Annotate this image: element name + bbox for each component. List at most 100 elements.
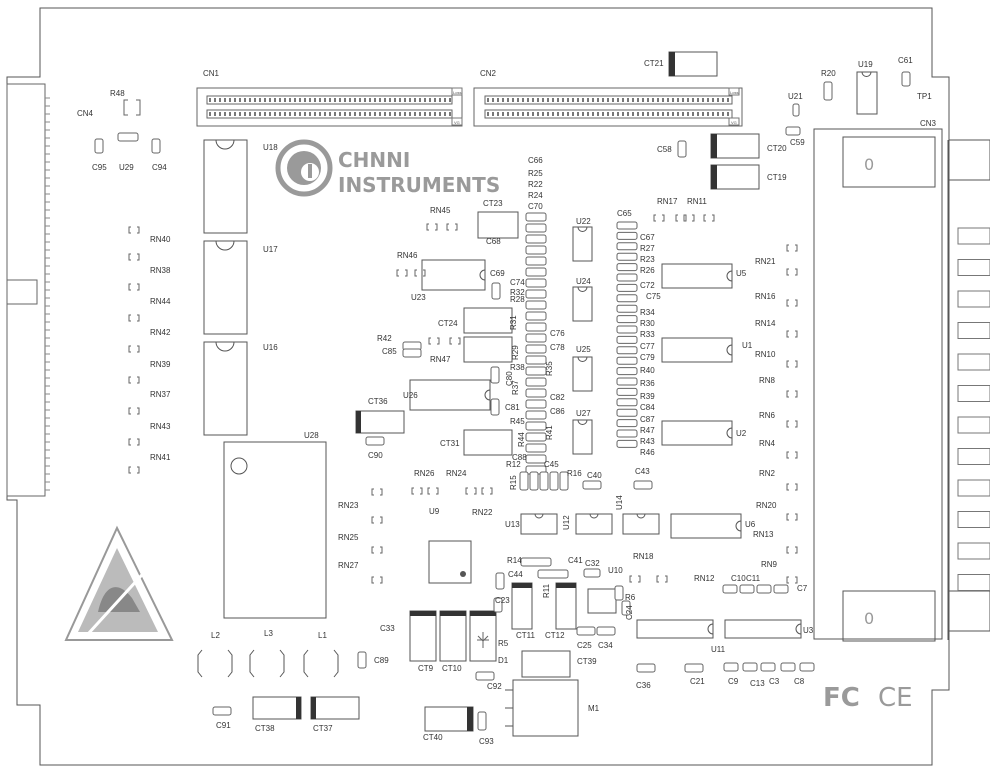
u26-label: U26 <box>403 391 418 400</box>
header-pin <box>224 98 226 102</box>
resistor-pad <box>616 335 638 344</box>
header-pin <box>727 98 729 102</box>
ct20-label: CT20 <box>767 144 787 153</box>
header-pin <box>537 112 539 116</box>
c88-label: C88 <box>512 453 527 462</box>
header-tag-text: Loss <box>730 90 738 95</box>
header-pin <box>279 112 281 116</box>
u18-chip <box>203 139 248 234</box>
header-pin <box>249 112 251 116</box>
resistor-pad <box>525 212 547 222</box>
header-pin <box>652 98 654 102</box>
header-pin <box>254 112 256 116</box>
header-pin <box>677 98 679 102</box>
rn-right-network <box>786 244 798 252</box>
header-pin <box>374 98 376 102</box>
resistor-pad <box>616 356 638 365</box>
header-pin <box>517 98 519 102</box>
rn6-label: RN6 <box>759 411 776 420</box>
c85-label: C85 <box>382 347 397 356</box>
resistor-pad <box>525 311 547 321</box>
header-pin <box>354 98 356 102</box>
c45-label: C45 <box>544 460 559 469</box>
m1-label: M1 <box>588 704 600 713</box>
r25-label: R25 <box>528 169 543 178</box>
u25-chip <box>572 356 593 392</box>
u3-chip <box>724 619 802 639</box>
u27-label: U27 <box>576 409 591 418</box>
header-pin <box>542 112 544 116</box>
c40-capacitor <box>582 480 602 490</box>
header-pin <box>722 98 724 102</box>
ct11-label: CT11 <box>516 631 536 640</box>
c8-capacitor <box>780 662 796 672</box>
header-pin <box>707 112 709 116</box>
header-pin <box>547 112 549 116</box>
cn1-label: CN1 <box>203 69 220 78</box>
ct40-capacitor <box>424 706 474 732</box>
rn-network <box>449 337 461 345</box>
u12-chip <box>575 513 613 535</box>
r27-label: R27 <box>640 244 655 253</box>
rn-network <box>465 487 477 495</box>
resistor-pad <box>616 377 638 386</box>
c3-capacitor <box>760 662 776 672</box>
header-pin <box>399 98 401 102</box>
resistor-pad <box>525 289 547 299</box>
header-pin <box>622 98 624 102</box>
header-pin <box>682 112 684 116</box>
r26-label: R26 <box>640 266 655 275</box>
header-pin <box>304 112 306 116</box>
c44-capacitor <box>495 572 505 590</box>
cn3-pin <box>957 259 990 276</box>
cn3-pin <box>957 322 990 339</box>
rn8-label: RN8 <box>759 376 776 385</box>
header-pin <box>349 112 351 116</box>
ct-box-capacitor <box>463 336 513 363</box>
header-pin <box>274 112 276 116</box>
rn17-label: RN17 <box>657 197 678 206</box>
header-pin <box>264 98 266 102</box>
r15-resistor <box>529 471 539 491</box>
header-pin <box>507 112 509 116</box>
header-pin <box>289 98 291 102</box>
header-pin <box>239 112 241 116</box>
c61-capacitor <box>901 71 911 87</box>
m1-module <box>505 679 579 737</box>
resistor-pad <box>525 355 547 365</box>
r20-resistor <box>823 81 833 101</box>
header-pin <box>557 112 559 116</box>
rn-right-network <box>786 451 798 459</box>
c7b-capacitor <box>773 584 789 594</box>
header-pin <box>687 112 689 116</box>
u2-label: U2 <box>736 429 747 438</box>
cn4-label: CN4 <box>77 109 94 118</box>
ct37-capacitor <box>310 696 360 720</box>
header-pin <box>667 98 669 102</box>
tp1-label: TP1 <box>917 92 932 101</box>
c8-label: C8 <box>794 677 805 686</box>
rn37-label: RN37 <box>150 390 171 399</box>
resistor-pad <box>616 398 638 407</box>
header-pin <box>219 112 221 116</box>
header-pin <box>304 98 306 102</box>
header-pin <box>722 112 724 116</box>
header-pin <box>552 98 554 102</box>
resistor-pad <box>525 267 547 277</box>
header-pin <box>587 98 589 102</box>
c11-capacitor <box>739 584 755 594</box>
rn-left-network <box>128 376 140 384</box>
ct38-capacitor <box>252 696 302 720</box>
c43-capacitor <box>633 480 653 490</box>
mount-marker-top: 0 <box>864 155 874 174</box>
header-pin <box>522 112 524 116</box>
u13-chip <box>520 513 558 535</box>
u5-label: U5 <box>736 269 747 278</box>
c74-label: C74 <box>510 278 525 287</box>
header-pin <box>537 98 539 102</box>
ct36-label: CT36 <box>368 397 388 406</box>
u29-label: U29 <box>119 163 134 172</box>
c93-capacitor <box>477 711 487 731</box>
header-pin <box>359 98 361 102</box>
resistor-pad <box>525 388 547 398</box>
